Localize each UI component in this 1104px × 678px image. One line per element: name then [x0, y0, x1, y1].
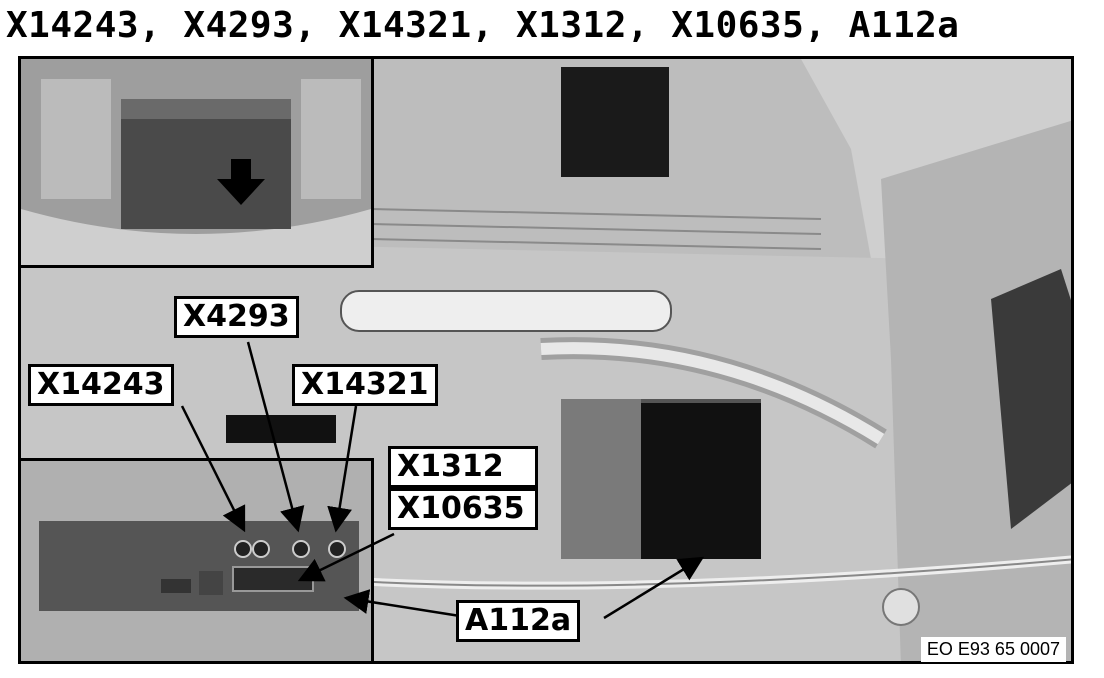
connector-x14243-dot: [234, 540, 252, 558]
label-x4293: X4293: [174, 296, 299, 338]
leader-a112a-left: [343, 589, 461, 618]
diagram-title: X14243, X4293, X14321, X1312, X10635, A1…: [6, 5, 960, 46]
label-a112a: A112a: [456, 600, 581, 642]
connector-x4293-dot: [292, 540, 310, 558]
leader-x14243: [180, 405, 246, 533]
trunk-inset: [18, 56, 374, 268]
figure-code: EO E93 65 0007: [920, 637, 1066, 662]
label-x10635: X10635: [388, 488, 538, 530]
leader-x1312-x10635: [297, 532, 395, 582]
main-illustration: [18, 56, 1074, 664]
leader-x14321: [327, 405, 358, 533]
connector-x14321-dot: [328, 540, 346, 558]
down-arrow-icon: [217, 159, 265, 205]
label-x14321: X14321: [292, 364, 438, 406]
leader-a112a-right: [603, 556, 705, 620]
connector-dot: [252, 540, 270, 558]
label-x1312: X1312: [388, 446, 538, 488]
leader-x4293: [246, 341, 305, 533]
label-x14243: X14243: [28, 364, 174, 406]
trunk-artwork: [21, 59, 371, 265]
